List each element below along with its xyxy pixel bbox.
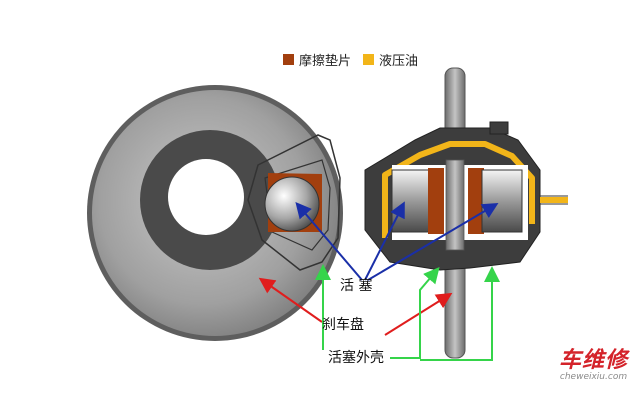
piston-front: [264, 176, 320, 232]
brake-disc-front: [87, 85, 343, 341]
piston-right: [481, 169, 523, 233]
watermark-sub: cheweixiu.com: [559, 372, 628, 382]
watermark: 车维修 cheweixiu.com: [558, 348, 628, 383]
legend-item-friction-pad: 摩擦垫片: [283, 50, 351, 69]
caliper-section: [364, 67, 568, 359]
arrows-housing: [315, 264, 500, 361]
label-disc: 刹车盘: [322, 317, 364, 333]
legend-label-friction-pad: 摩擦垫片: [299, 54, 352, 69]
label-piston: 活 塞: [340, 278, 373, 294]
arrows-piston: [295, 201, 499, 281]
watermark-main: 车维修: [558, 348, 628, 373]
legend-swatch-hydraulic-oil: [363, 54, 375, 65]
piston-left: [391, 169, 433, 233]
legend: 摩擦垫片 液压油: [283, 50, 430, 69]
arrows-disc: [258, 277, 453, 336]
label-housing: 活塞外壳: [328, 350, 384, 366]
friction-pad-left: [428, 168, 444, 234]
legend-swatch-friction-pad: [283, 54, 294, 65]
legend-item-hydraulic-oil: 液压油: [363, 50, 418, 69]
legend-label-hydraulic-oil: 液压油: [379, 54, 419, 69]
